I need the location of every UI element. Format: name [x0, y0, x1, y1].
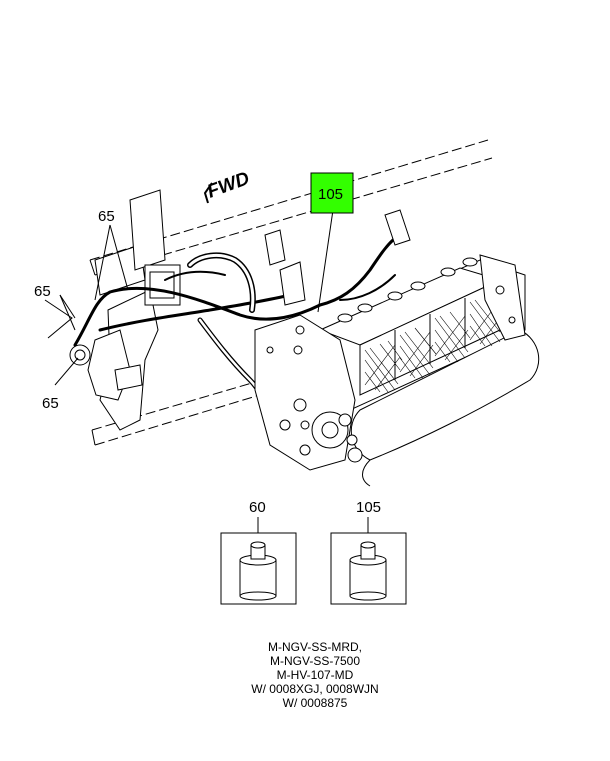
callout-65-left: 65 [34, 283, 51, 300]
part-ref-60[interactable]: 60 [220, 499, 297, 605]
upper-brackets [264, 209, 411, 306]
forward-arrow-icon [203, 182, 213, 204]
right-side-plate [479, 254, 526, 341]
harness-bracket-left [69, 189, 181, 431]
note-line: W/ 0008XGJ, 0008WJN [251, 682, 379, 696]
note-line: M-NGV-SS-7500 [269, 654, 361, 668]
callout-105-box[interactable] [310, 172, 354, 214]
applicability-notes: M-NGV-SS-MRD, M-NGV-SS-7500 M-HV-107-MD … [200, 640, 430, 710]
note-line: M-HV-107-MD [276, 668, 354, 682]
battery-posts [337, 257, 478, 323]
forward-label: FWD [205, 168, 253, 203]
forward-indicator: FWD [203, 168, 253, 204]
callout-65-top: 65 [98, 208, 115, 225]
battery-end-plate [254, 314, 363, 471]
part-ref-105[interactable]: 105 [330, 499, 407, 605]
part-ref-60-label: 60 [249, 499, 266, 516]
fuse-cap-icon [349, 541, 387, 601]
callout-65-bottom: 65 [42, 395, 59, 412]
callout-105-main[interactable]: 105 [318, 186, 343, 203]
callout-105-highlight[interactable]: 105 [310, 172, 354, 214]
leader-lines [44, 209, 334, 386]
note-line: M-NGV-SS-MRD, [268, 640, 362, 654]
battery-box [299, 259, 540, 487]
battery-cells [364, 295, 501, 393]
note-line: W/ 0008875 [282, 696, 348, 710]
fuse-cap-icon [239, 541, 277, 601]
part-ref-105-label: 105 [356, 499, 381, 516]
